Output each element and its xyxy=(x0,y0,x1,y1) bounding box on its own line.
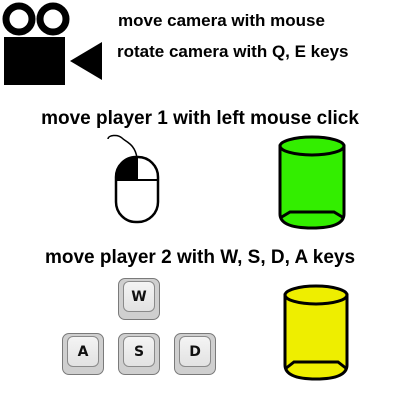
yellow-cylinder-icon xyxy=(283,284,349,381)
d-key-label: D xyxy=(179,336,211,367)
s-key-label: S xyxy=(123,336,155,367)
a-key: A xyxy=(62,333,104,375)
camera-instruction-line2: rotate camera with Q, E keys xyxy=(117,42,349,61)
player2-instruction: move player 2 with W, S, D, A keys xyxy=(44,247,356,268)
d-key: D xyxy=(174,333,216,375)
player1-instruction: move player 1 with left mouse click xyxy=(41,108,359,129)
w-key-label: W xyxy=(123,281,155,312)
mouse-left-click-icon xyxy=(107,134,160,224)
a-key-label: A xyxy=(67,336,99,367)
green-cylinder-icon xyxy=(278,135,346,230)
video-camera-icon xyxy=(2,2,102,85)
w-key: W xyxy=(118,278,160,320)
camera-instruction-line1: move camera with mouse xyxy=(118,11,325,30)
s-key: S xyxy=(118,333,160,375)
